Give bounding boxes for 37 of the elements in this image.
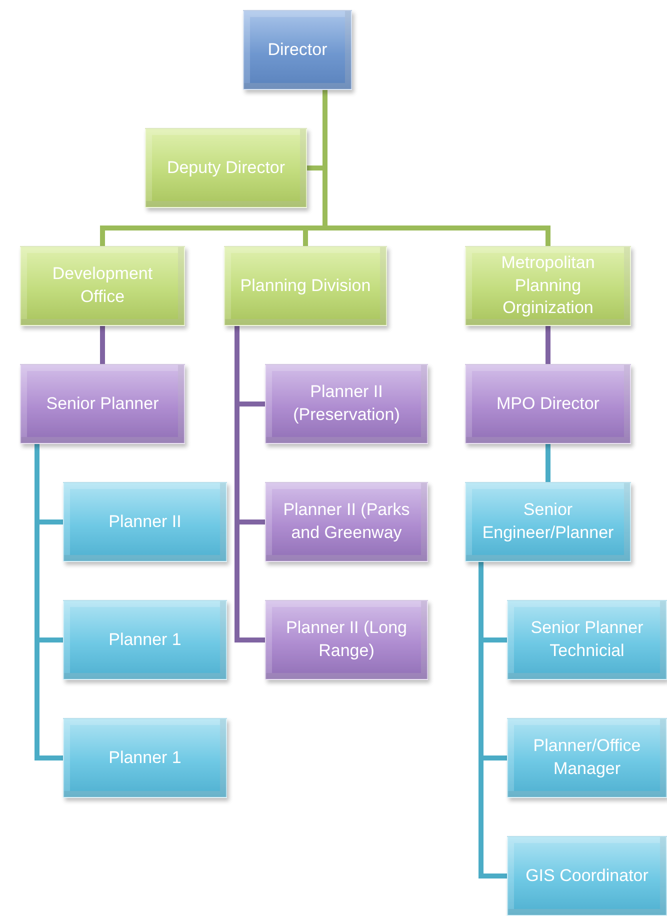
position-box bbox=[145, 128, 307, 208]
position-title: Planner II (Long Range) bbox=[285, 617, 408, 662]
connector-line bbox=[546, 444, 550, 482]
position-title: Senior Planner bbox=[46, 392, 159, 415]
position-title: Deputy Director bbox=[166, 156, 286, 179]
position-title: Planner II (Preservation) bbox=[292, 381, 401, 426]
position-title: GIS Coordinator bbox=[526, 864, 648, 887]
position-box bbox=[507, 836, 667, 916]
connector-line bbox=[546, 326, 550, 364]
position-box bbox=[465, 364, 631, 444]
position-title: Senior Planner Technicial bbox=[530, 617, 644, 662]
position-box bbox=[465, 246, 631, 326]
position-box bbox=[465, 482, 631, 562]
position-box bbox=[20, 364, 185, 444]
position-title: Planner/Office Manager bbox=[532, 735, 642, 780]
position-title: Senior Engineer/Planner bbox=[481, 499, 615, 544]
position-box bbox=[507, 718, 667, 798]
position-box bbox=[507, 600, 667, 680]
position-box bbox=[63, 482, 227, 562]
position-box bbox=[265, 364, 428, 444]
position-box bbox=[63, 600, 227, 680]
position-box bbox=[63, 718, 227, 798]
connector-line bbox=[100, 326, 105, 364]
position-title: Development Office bbox=[51, 263, 154, 308]
position-title: Metropolitan Planning Orginization bbox=[500, 252, 596, 320]
position-box bbox=[265, 482, 428, 562]
position-box bbox=[20, 246, 185, 326]
position-title: MPO Director bbox=[496, 392, 600, 415]
position-box bbox=[243, 10, 352, 90]
position-title: Planner 1 bbox=[108, 746, 182, 769]
position-box bbox=[224, 246, 387, 326]
position-title: Planner II bbox=[108, 510, 182, 533]
position-title: Planning Division bbox=[240, 274, 371, 297]
position-title: Planner 1 bbox=[108, 628, 182, 651]
position-box bbox=[265, 600, 428, 680]
position-title: Planner II (Parks and Greenway bbox=[282, 499, 411, 544]
position-title: Director bbox=[268, 38, 328, 61]
